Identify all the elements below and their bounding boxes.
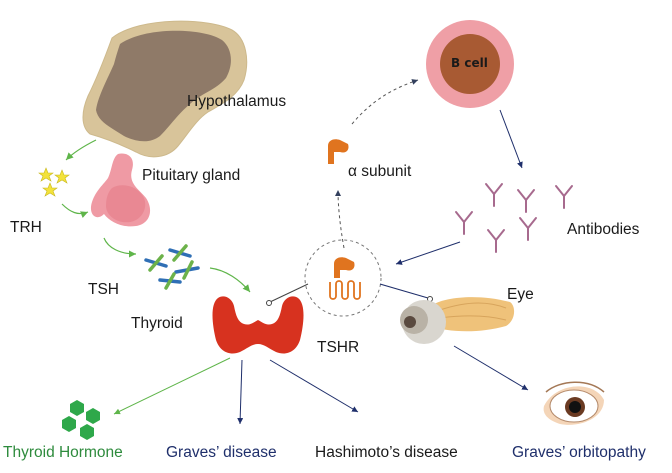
arrow-alpha-subunit-to-b-cell	[351, 79, 419, 125]
hypothalamus-label: Hypothalamus	[187, 93, 287, 110]
trh-label: TRH	[10, 219, 42, 236]
eye-icon	[400, 297, 515, 344]
thyroid-connector-dot	[266, 300, 272, 306]
tshr-label: TSHR	[317, 339, 360, 356]
pituitary-gland-shape	[90, 153, 151, 227]
arrow-tshr-to-alpha-subunit	[335, 189, 345, 249]
tshr-eye-connector	[379, 283, 429, 299]
trh-stars-icon	[38, 167, 70, 197]
graves-orbitopathy-label: Graves’ orbitopathy	[512, 444, 646, 461]
arrow-eye-to-orbitopathy	[453, 345, 529, 391]
tsh-molecules-icon	[144, 244, 200, 290]
pituitary-gland-label: Pituitary gland	[142, 167, 241, 184]
hypothalamus-shape	[82, 20, 248, 158]
thyroid-hormone-icon	[62, 400, 100, 440]
thyroid-hormone-label: Thyroid Hormone	[3, 444, 123, 461]
thyroid-label: Thyroid	[131, 315, 183, 332]
arrow-pituitary-to-tsh	[103, 237, 137, 258]
arrow-thyroid-to-hormone	[113, 357, 231, 415]
arrow-hypothalamus-to-trh	[65, 139, 97, 161]
hashimoto-label: Hashimoto’s disease	[315, 444, 458, 461]
alpha-subunit-label: α subunit	[348, 163, 412, 180]
arrow-thyroid-to-hashimoto	[269, 359, 359, 413]
graves-disease-label: Graves’ disease	[166, 444, 277, 461]
b-cell-icon	[426, 20, 514, 108]
arrow-b-cell-to-antibodies	[499, 109, 523, 169]
arrow-tsh-to-thyroid	[209, 267, 251, 293]
eye-label: Eye	[507, 286, 534, 303]
arrow-thyroid-to-graves	[237, 359, 244, 425]
tsh-label: TSH	[88, 281, 119, 298]
antibodies-label: Antibodies	[567, 221, 640, 238]
thyroid-tshr-connector	[269, 283, 309, 303]
antibodies-icon	[455, 183, 573, 253]
thyroid-shape	[212, 296, 304, 354]
tshr-icon	[304, 239, 382, 317]
arrow-antibodies-to-tshr	[395, 241, 461, 265]
arrow-trh-to-pituitary	[61, 203, 89, 219]
alpha-subunit-icon	[328, 139, 349, 164]
graves-orbitopathy-eye-icon	[543, 381, 605, 425]
b-cell-label: B cell	[451, 56, 488, 70]
